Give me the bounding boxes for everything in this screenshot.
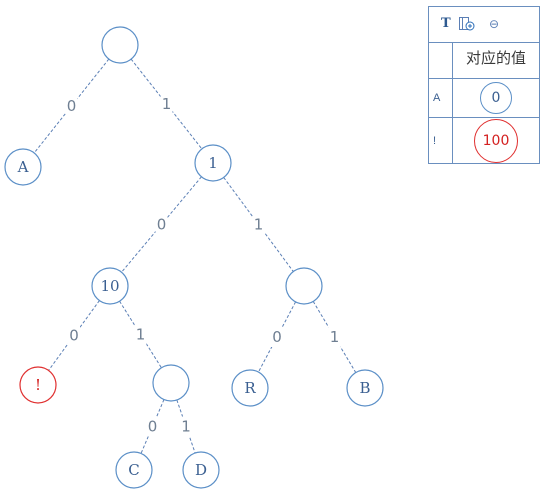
node-label: 10 xyxy=(100,277,119,295)
edge-label-backing xyxy=(68,325,80,346)
edge-label-backing xyxy=(160,94,173,114)
add-column-icon[interactable] xyxy=(459,17,475,31)
edge-label-backing xyxy=(328,327,341,347)
edge-n11-R xyxy=(257,301,297,373)
tree-node-C[interactable] xyxy=(115,451,153,489)
edge-label-backing xyxy=(134,324,147,345)
header-key-cell xyxy=(429,42,453,78)
edge-label: 0 xyxy=(272,328,282,346)
edge-label: 1 xyxy=(136,326,146,344)
node-label: R xyxy=(244,379,256,397)
tree-node-R[interactable] xyxy=(231,369,269,407)
edge-label-backing xyxy=(252,214,265,235)
tree-node-n10[interactable] xyxy=(91,267,129,305)
edge-label: 1 xyxy=(330,328,340,346)
edge-label-backing xyxy=(65,96,78,116)
tree-node-B[interactable] xyxy=(346,369,384,407)
value-panel: T ⊖ 对应的值 A 0 ! 100 xyxy=(428,6,540,164)
tree-node-bang[interactable] xyxy=(19,366,57,404)
row-value-cell: 100 xyxy=(453,118,539,164)
column-header: 对应的值 xyxy=(465,49,526,67)
edge-label: 0 xyxy=(69,327,79,345)
edge-label: 0 xyxy=(148,418,158,436)
edge-n10-bang xyxy=(48,300,100,371)
edge-label-backing xyxy=(155,214,168,235)
panel-header-row: 对应的值 xyxy=(429,42,539,79)
tree-node-n1[interactable] xyxy=(194,144,232,182)
remove-icon[interactable]: ⊖ xyxy=(489,17,500,31)
node-label: ! xyxy=(35,376,41,394)
edge-n10-n101 xyxy=(119,300,162,369)
table-row: A 0 xyxy=(429,79,539,118)
table-row: ! 100 xyxy=(429,118,539,164)
edge-label: 0 xyxy=(67,97,77,115)
row-key: ! xyxy=(429,118,453,164)
value-circle-highlighted[interactable]: 100 xyxy=(474,119,518,163)
node-label: A xyxy=(17,158,29,176)
row-value-cell: 0 xyxy=(453,79,539,117)
edge-label: 1 xyxy=(181,418,191,436)
tree-node-D[interactable] xyxy=(182,451,220,489)
tree-node-A[interactable] xyxy=(4,148,42,186)
node-label: D xyxy=(195,461,207,479)
node-label: B xyxy=(359,379,370,397)
edge-label: 0 xyxy=(157,216,167,234)
value-circle[interactable]: 0 xyxy=(480,82,512,114)
edge-label-backing xyxy=(146,416,159,437)
node-label: C xyxy=(128,461,139,479)
row-key: A xyxy=(429,79,453,117)
tree-node-root[interactable] xyxy=(101,26,139,64)
edge-label: 1 xyxy=(254,216,264,234)
edge-label: 1 xyxy=(162,95,172,113)
edge-label-backing xyxy=(180,416,192,437)
edge-n1-n11 xyxy=(223,177,294,272)
header-value-cell: 对应的值 xyxy=(453,42,539,78)
edge-label-backing xyxy=(271,327,283,347)
tree-node-n101[interactable] xyxy=(152,364,190,402)
node-label: 1 xyxy=(208,154,218,172)
tree-node-n11[interactable] xyxy=(285,267,323,305)
text-tool-button[interactable]: T xyxy=(441,16,451,31)
panel-toolbar: T ⊖ xyxy=(429,7,539,43)
edge-n101-D xyxy=(176,399,196,454)
